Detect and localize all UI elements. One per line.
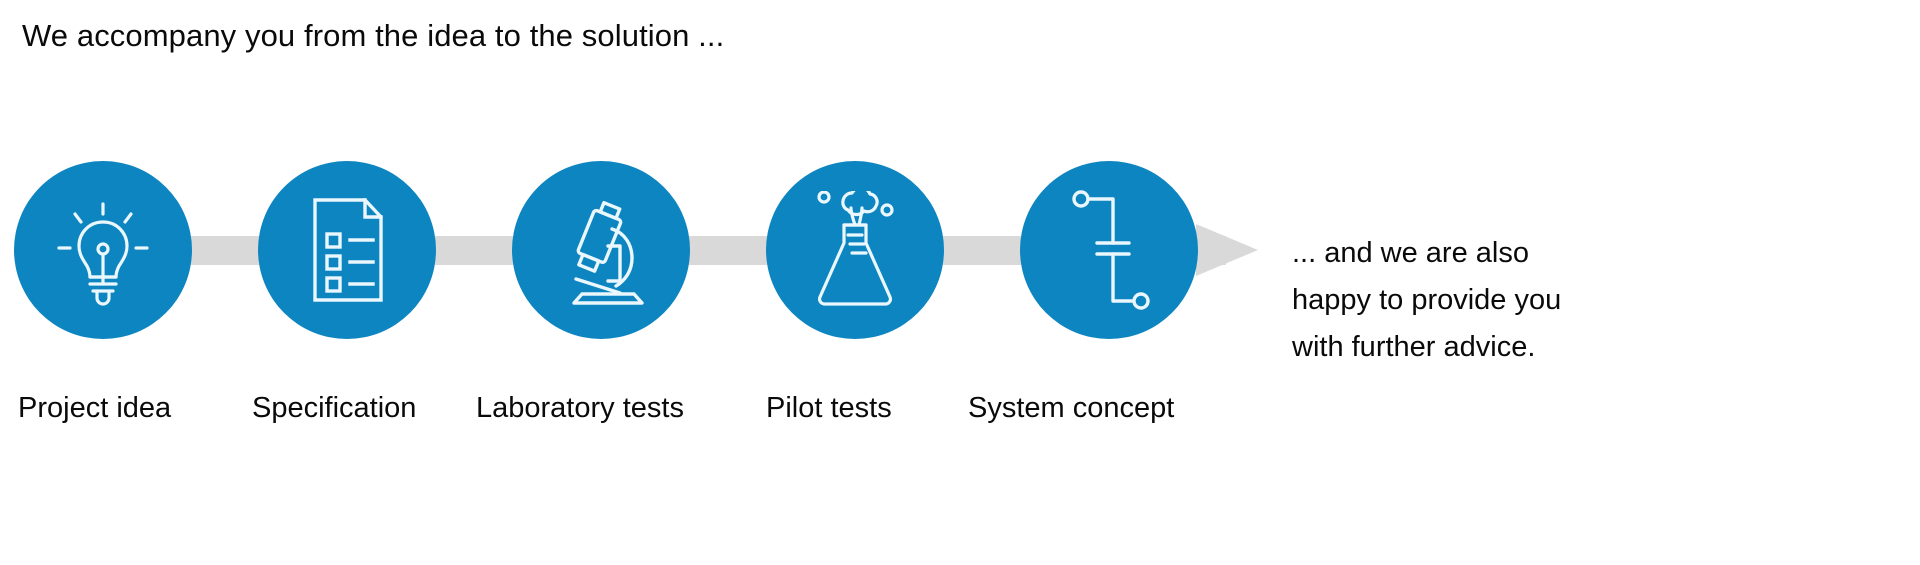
erlenmeyer-flask-icon (799, 191, 911, 309)
flow-arrow-head-icon (1196, 224, 1258, 276)
step-label-pilot-tests: Pilot tests (766, 392, 892, 424)
step-project-idea[interactable] (14, 161, 192, 339)
step-laboratory-tests[interactable] (512, 161, 690, 339)
step-label-laboratory-tests: Laboratory tests (476, 392, 684, 424)
document-checklist-icon (293, 192, 401, 308)
microscope-icon (542, 191, 660, 309)
step-pilot-tests[interactable] (766, 161, 944, 339)
step-circle (258, 161, 436, 339)
lightbulb-icon (45, 192, 161, 308)
step-label-project-idea: Project idea (18, 392, 172, 424)
closing-note: ... and we are also happy to provide you… (1292, 237, 1562, 363)
step-circle (512, 161, 690, 339)
step-specification[interactable] (258, 161, 436, 339)
step-system-concept[interactable] (1020, 161, 1198, 339)
step-circle (766, 161, 944, 339)
step-circle (1020, 161, 1198, 339)
step-label-system-concept: System concept (968, 392, 1175, 424)
step-circle (14, 161, 192, 339)
circuit-capacitor-icon (1057, 187, 1161, 313)
step-label-specification: Specification (252, 392, 417, 424)
page-title: We accompany you from the idea to the so… (22, 18, 725, 53)
